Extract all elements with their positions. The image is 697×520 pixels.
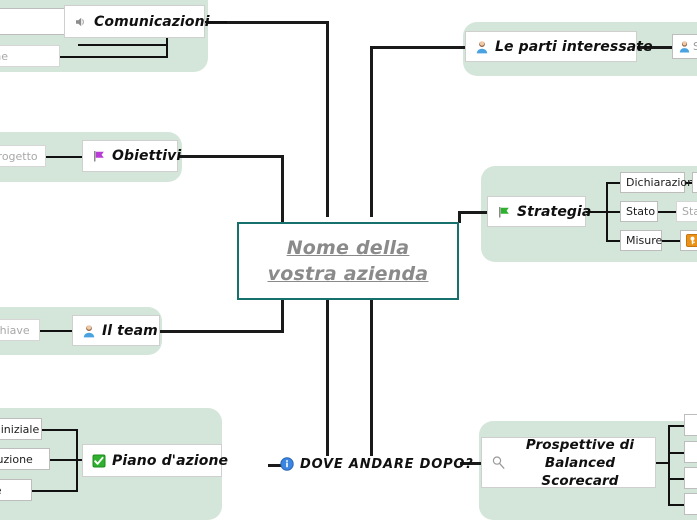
subnode-strategia-l3-misura[interactable]: [680, 230, 697, 251]
central-node[interactable]: Nome della vostra azienda: [237, 222, 459, 300]
subnode-piano-2[interactable]: secuzione: [0, 448, 50, 470]
subnode-label: Dichiarazioni: [626, 176, 697, 189]
connector-central-strategia-horizontal: [459, 211, 489, 214]
flag-green-icon: [497, 205, 511, 219]
connector-central-dove-vertical-right: [370, 300, 373, 456]
topic-label: Strategia: [517, 203, 592, 220]
connector-prospettive-stem: [656, 462, 670, 464]
subnode-label: l progetto: [0, 149, 38, 163]
connector-prospettive-sub4: [668, 504, 684, 506]
subnode-strategia-misure[interactable]: Misure: [620, 230, 662, 251]
info-icon: [280, 457, 294, 471]
topic-label: Prospettive di Balanced Scorecard: [514, 436, 646, 490]
person-icon: [678, 40, 691, 53]
connector-prospettive-bracket: [668, 425, 670, 505]
connector-strategia-sub3: [606, 240, 622, 242]
magnifier-icon: [491, 455, 506, 470]
flag-purple-icon: [92, 149, 106, 163]
topic-piano-dazione[interactable]: Piano d'azione: [82, 444, 228, 477]
connector-central-obiettivi-horizontal: [178, 155, 284, 158]
key-orange-icon: [686, 234, 697, 247]
connector-piano-sub3: [32, 490, 78, 492]
connector-central-comunicazioni-vertical: [326, 22, 329, 217]
topic-label: Il team: [102, 322, 158, 339]
connector-central-team-horizontal: [160, 330, 284, 333]
subnode-prospettive-3[interactable]: [684, 467, 697, 489]
topic-strategia[interactable]: Strategia: [487, 196, 591, 227]
topic-le-parti-interessate[interactable]: Le parti interessate: [465, 31, 653, 62]
central-label-line2: vostra azienda: [267, 263, 429, 285]
connector-comunicazioni-sub1: [78, 44, 168, 46]
subnode-prospettive-2[interactable]: [684, 441, 697, 463]
subnode-strategia-stato[interactable]: Stato: [620, 201, 658, 222]
connector-team-sub1: [40, 330, 72, 332]
connector-parti-child: [636, 46, 672, 49]
subnode-team-1[interactable]: li chiave: [0, 319, 40, 341]
connector-central-dove-vertical-left: [326, 300, 329, 456]
connector-central-comunicazioni-horizontal: [207, 21, 329, 24]
topic-label: Piano d'azione: [112, 452, 229, 469]
topic-obiettivi[interactable]: Obiettivi: [82, 140, 182, 172]
connector-central-team-vertical: [281, 298, 284, 332]
topic-dove-andare-dopo[interactable]: DOVE ANDARE DOPO?: [280, 453, 474, 475]
topic-prospettive-balanced-scorecard[interactable]: Prospettive di Balanced Scorecard: [481, 436, 656, 490]
topic-label: Obiettivi: [112, 148, 182, 164]
connector-strategia-l3-1: [683, 182, 697, 184]
subnode-prospettive-1[interactable]: [684, 414, 697, 436]
subnode-label: Stato: [626, 205, 656, 218]
topic-label: Comunicazioni: [94, 13, 210, 30]
connector-dove-left-stub: [268, 464, 282, 467]
central-node-label: Nome della vostra azienda: [268, 235, 429, 287]
speaker-icon: [74, 15, 88, 29]
connector-strategia-l3-2: [656, 211, 678, 213]
subnode-parti-1[interactable]: S: [672, 34, 697, 59]
subnode-label: Stat: [682, 205, 697, 218]
connector-strategia-sub2: [606, 211, 622, 213]
subnode-label: Misure: [626, 234, 663, 247]
connector-central-parti-horizontal: [370, 46, 474, 49]
topic-label-line1: Prospettive di: [525, 436, 635, 453]
connector-piano-sub2: [50, 459, 78, 461]
topic-label: Le parti interessate: [495, 38, 653, 55]
subnode-label: S: [693, 40, 697, 53]
central-label-line1: Nome della: [286, 237, 410, 259]
topic-comunicazioni[interactable]: Comunicazioni: [64, 5, 209, 38]
checkbox-green-icon: [92, 454, 106, 468]
subnode-comunicazioni-2[interactable]: azione: [0, 45, 60, 67]
subnode-label: li chiave: [0, 323, 30, 337]
subnode-label: secuzione: [0, 452, 33, 466]
connector-prospettive-sub2: [668, 452, 684, 454]
subnode-label: ione: [0, 484, 2, 497]
subnode-strategia-l3-clip[interactable]: [692, 172, 697, 193]
topic-il-team[interactable]: Il team: [72, 315, 160, 346]
connector-prospettive-sub3: [668, 478, 684, 480]
subnode-strategia-l3-stato[interactable]: Stat: [676, 201, 697, 222]
subnode-strategia-dichiarazioni[interactable]: Dichiarazioni: [620, 172, 697, 193]
connector-strategia-sub1: [606, 182, 622, 184]
connector-piano-sub1: [42, 429, 78, 431]
connector-central-parti-vertical: [370, 47, 373, 217]
person-icon: [475, 40, 489, 54]
topic-label-line2: Balanced Scorecard: [541, 454, 619, 489]
subnode-label: ase iniziale: [0, 422, 40, 436]
subnode-obiettivi-1[interactable]: l progetto: [0, 145, 46, 167]
connector-comunicazioni-bracket: [166, 22, 168, 57]
connector-prospettive-sub1: [668, 425, 684, 427]
connector-central-obiettivi-vertical: [281, 155, 284, 223]
connector-central-strategia-vertical: [458, 211, 461, 223]
subnode-prospettive-4[interactable]: [684, 493, 697, 515]
connector-strategia-l3-3: [660, 240, 682, 242]
connector-comunicazioni-sub2: [58, 56, 168, 58]
subnode-piano-3[interactable]: ione: [0, 479, 32, 501]
connector-strategia-stem: [586, 211, 608, 213]
connector-obiettivi-sub1: [45, 156, 85, 158]
subnode-piano-1[interactable]: ase iniziale: [0, 418, 42, 440]
connector-dove-right-stub: [460, 462, 482, 465]
topic-label: DOVE ANDARE DOPO?: [300, 456, 474, 472]
connector-comunicazioni-right: [205, 21, 227, 23]
subnode-label: azione: [0, 49, 9, 63]
person-icon: [82, 324, 96, 338]
